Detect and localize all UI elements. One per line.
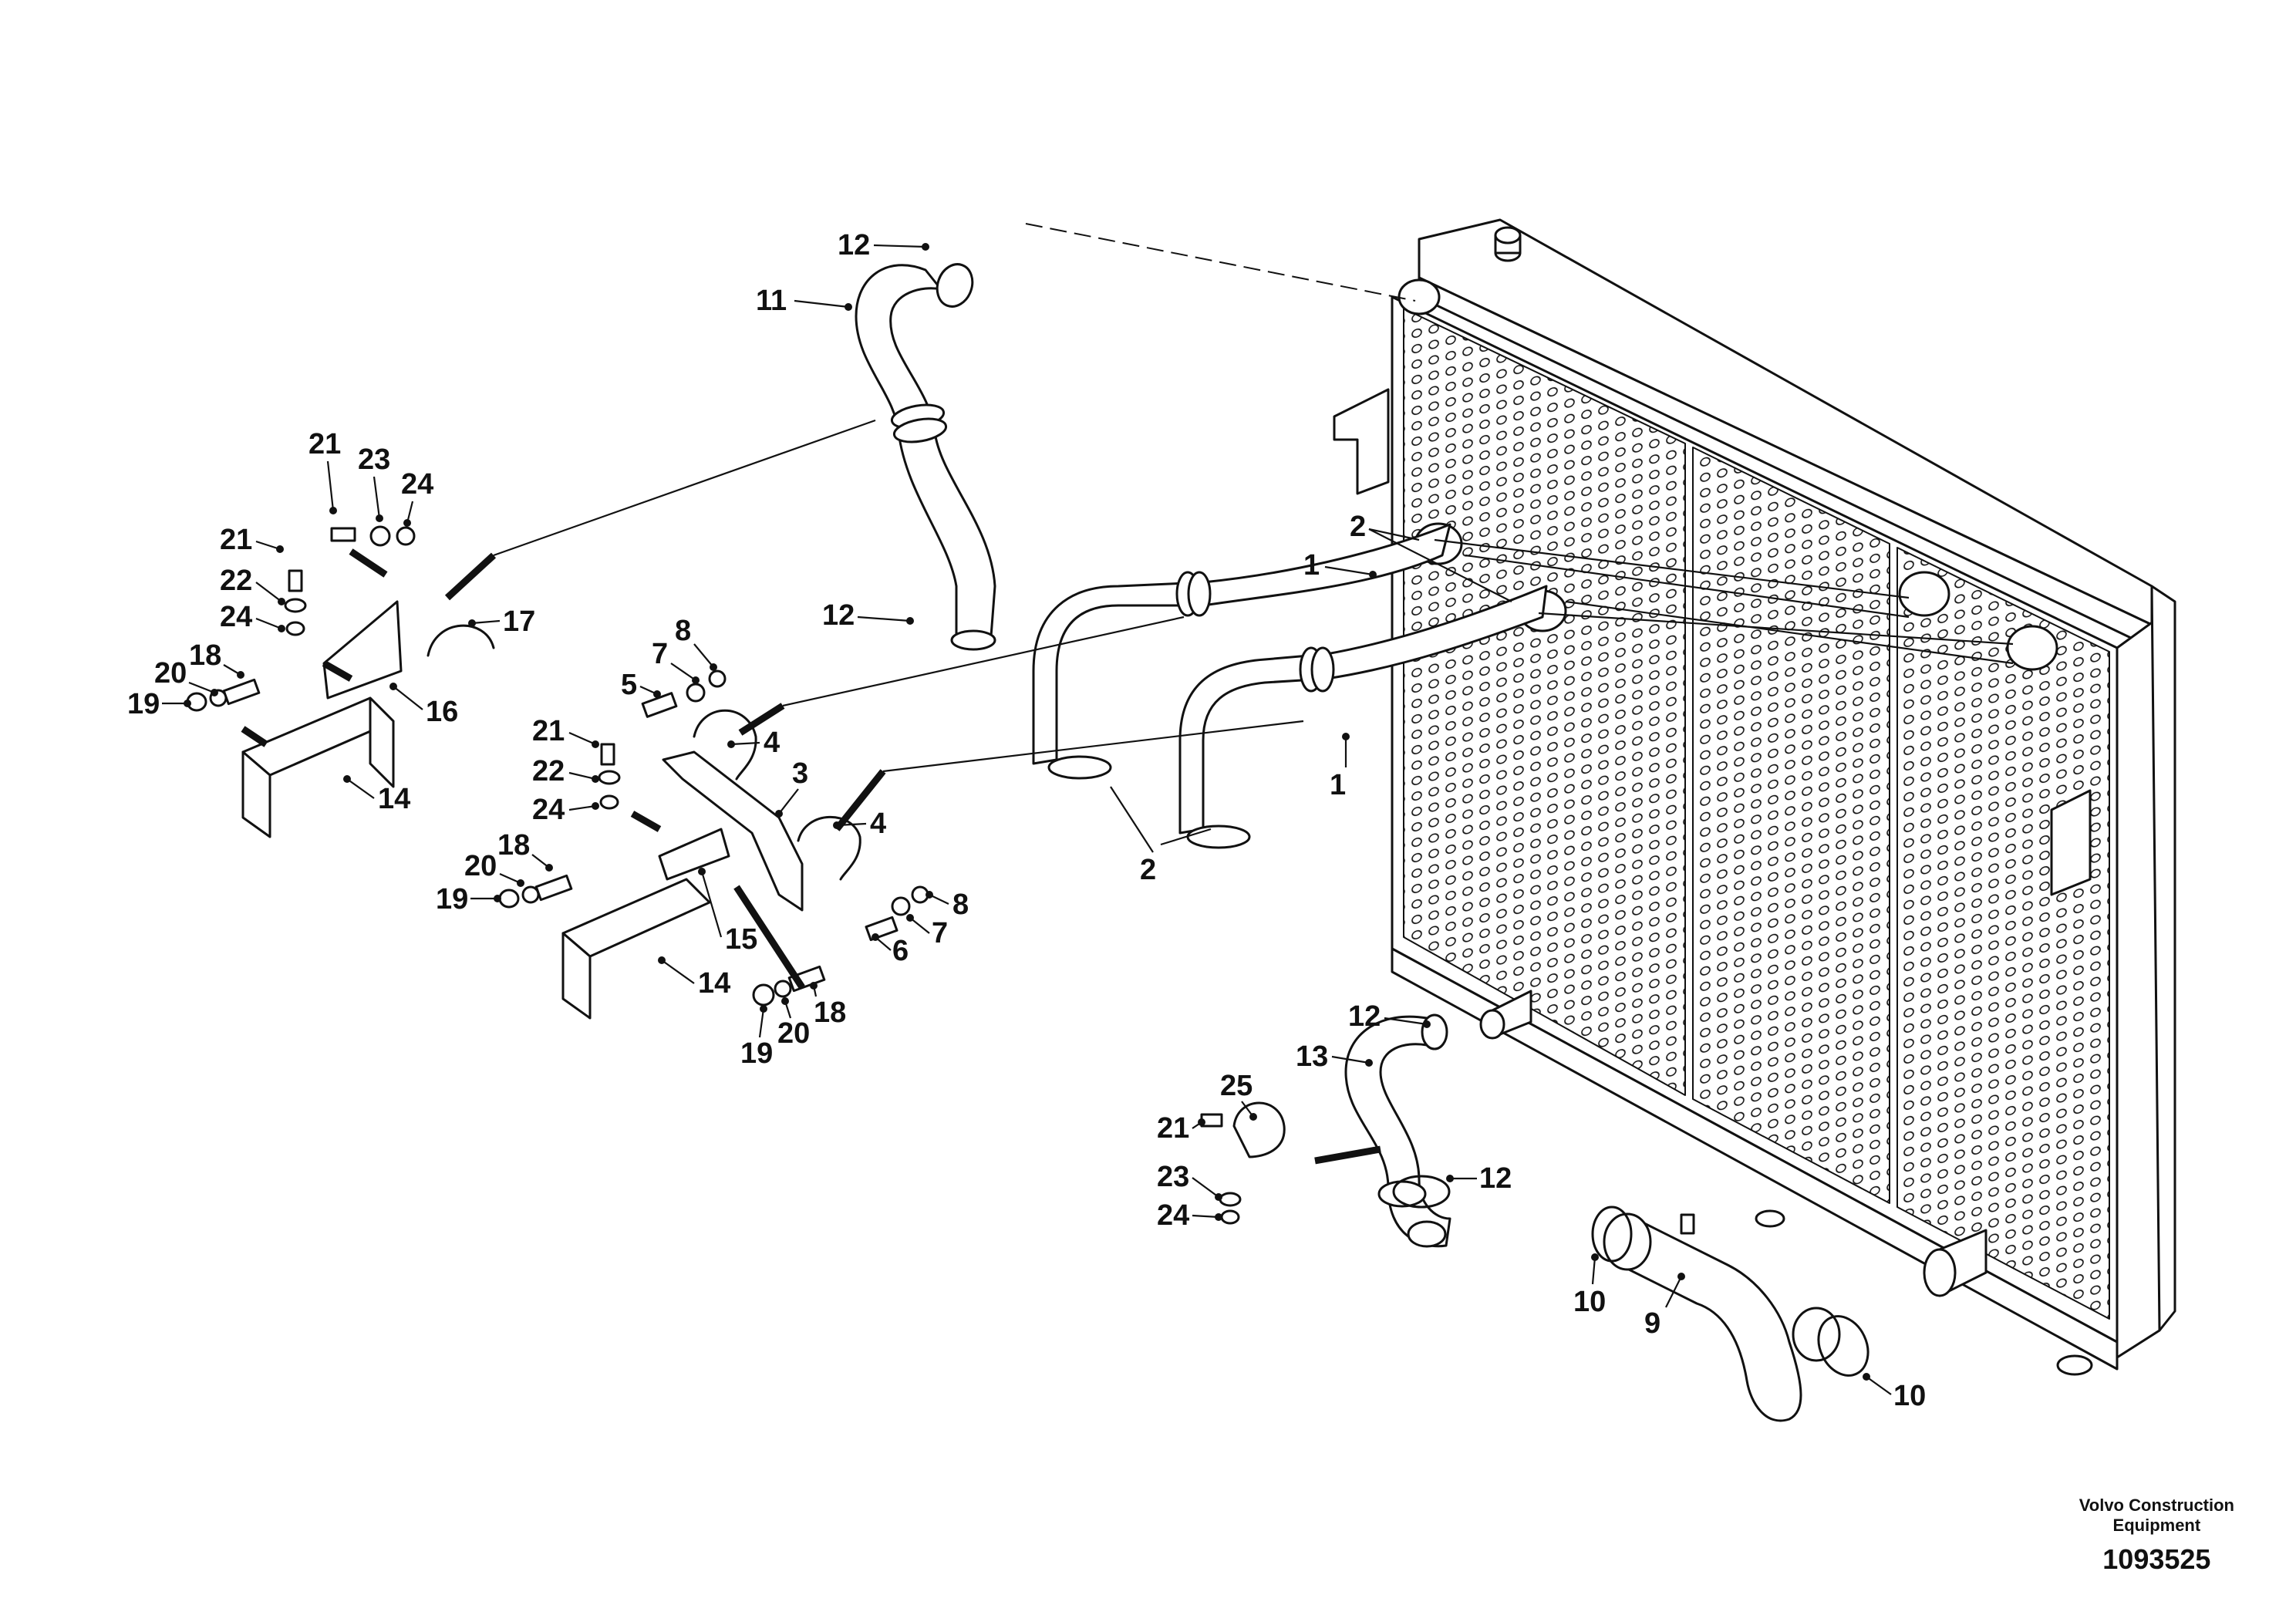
callout-10-b: 10 [1893, 1380, 1926, 1412]
lower-hose-9 [1603, 1212, 1841, 1422]
callout-22-a: 22 [220, 565, 252, 597]
callout-5: 5 [621, 669, 637, 701]
company-name-line2: Equipment [2112, 1516, 2201, 1535]
callout-7-lower: 7 [932, 917, 948, 949]
callout-18-c: 18 [814, 996, 846, 1029]
callout-21-b: 21 [220, 524, 252, 556]
mounting-hardware [186, 525, 1870, 1377]
callout-3: 3 [792, 757, 808, 790]
callout-19-c: 19 [740, 1037, 773, 1070]
lower-hose-13 [1344, 1013, 1451, 1248]
callout-11: 11 [756, 285, 787, 317]
callout-24-a: 24 [401, 468, 433, 501]
callout-4-lower: 4 [870, 808, 886, 840]
callout-17: 17 [503, 605, 535, 638]
radiator-assembly [1333, 218, 2176, 1376]
callout-18-a: 18 [189, 639, 221, 672]
callout-24-b: 24 [220, 601, 252, 633]
callout-25: 25 [1220, 1070, 1253, 1102]
title-block: Volvo Construction Equipment 1093525 [2079, 1496, 2234, 1576]
callout-18-b: 18 [497, 829, 530, 862]
callout-13: 13 [1296, 1040, 1328, 1073]
callout-6: 6 [892, 935, 909, 967]
callout-19-a: 19 [127, 688, 160, 720]
callouts: 12 11 12 2 1 1 2 3 4 4 5 7 [127, 229, 1926, 1412]
indicator-lines [241, 223, 2014, 1165]
callout-22-b: 22 [532, 755, 565, 787]
callout-14-b: 14 [698, 967, 730, 1000]
callout-12-lower-a: 12 [1348, 1000, 1381, 1033]
callout-7-upper: 7 [652, 638, 668, 670]
callout-12-top: 12 [838, 229, 870, 261]
callout-20-a: 20 [154, 657, 187, 690]
callout-23-a: 23 [358, 443, 390, 476]
upper-hose-11 [855, 263, 996, 651]
callout-10-a: 10 [1573, 1286, 1606, 1318]
callout-21-c: 21 [532, 715, 565, 747]
callout-1-lower: 1 [1330, 769, 1346, 801]
callout-21-a: 21 [308, 428, 341, 460]
callout-9: 9 [1644, 1307, 1660, 1340]
callout-24-d: 24 [1157, 1199, 1189, 1232]
callout-14-a: 14 [378, 783, 410, 815]
callout-19-b: 19 [436, 883, 468, 916]
callout-8-lower: 8 [952, 889, 969, 921]
callout-4-upper: 4 [764, 727, 780, 759]
company-name-line1: Volvo Construction [2079, 1496, 2234, 1515]
callout-2-upper: 2 [1350, 511, 1366, 543]
callout-8-upper: 8 [675, 615, 691, 647]
callout-20-c: 20 [777, 1017, 810, 1050]
callout-12-mid: 12 [822, 599, 855, 632]
callout-24-c: 24 [532, 794, 565, 826]
callout-20-b: 20 [464, 850, 497, 882]
callout-15: 15 [725, 923, 757, 956]
drawing-number: 1093525 [2102, 1543, 2211, 1575]
callout-16: 16 [426, 696, 458, 728]
callout-12-lower-b: 12 [1479, 1162, 1512, 1195]
callout-2-lower: 2 [1140, 854, 1156, 886]
callout-23-b: 23 [1157, 1161, 1189, 1193]
callout-1-upper: 1 [1303, 549, 1320, 582]
callout-21-d: 21 [1157, 1112, 1189, 1145]
